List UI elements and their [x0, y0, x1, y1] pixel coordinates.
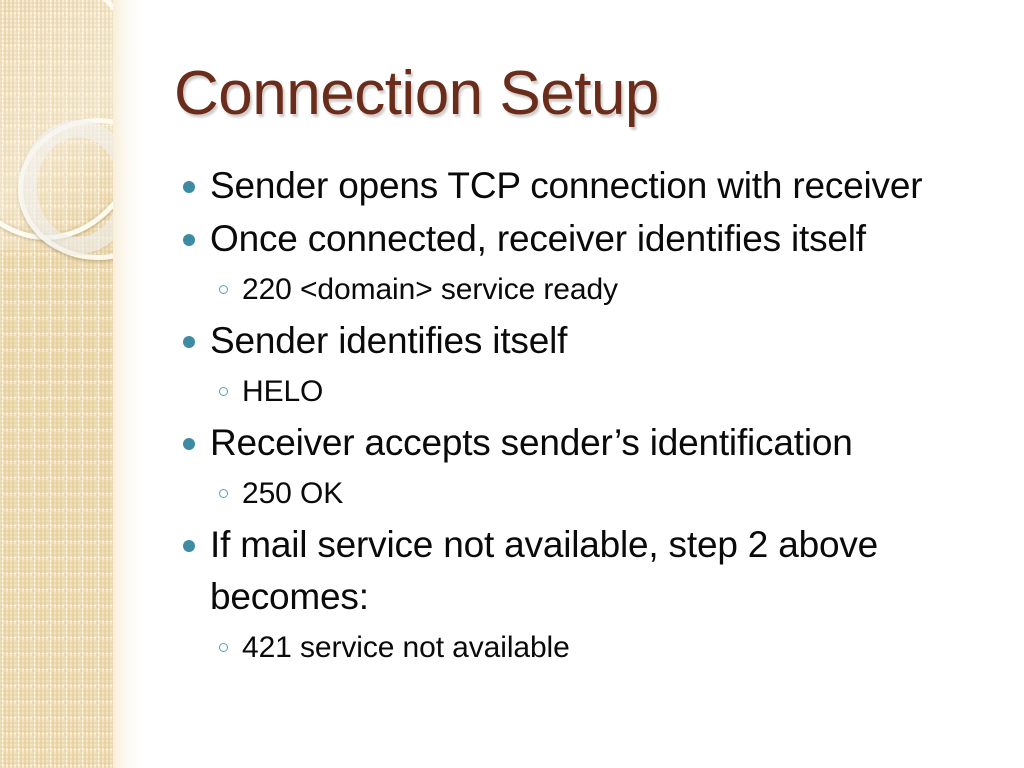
bullet-item-level2: HELO — [176, 368, 1006, 416]
bullet-marker-hollow-icon — [219, 285, 228, 294]
bullet-text: Sender opens TCP connection with receive… — [210, 165, 923, 206]
bullet-item-level2: 220 <domain> service ready — [176, 266, 1006, 314]
bullet-item-level1: Sender opens TCP connection with receive… — [176, 160, 1006, 212]
decorative-band-fade — [113, 0, 143, 768]
bullet-item-level1: Sender identifies itself — [176, 315, 1006, 367]
bullet-marker-filled-icon — [183, 234, 195, 246]
slide-title: Connection Setup — [174, 59, 659, 128]
bullet-text: Receiver accepts sender’s identification — [210, 422, 853, 463]
decorative-grid-band — [0, 0, 113, 768]
bullet-text: Once connected, receiver identifies itse… — [210, 218, 866, 259]
bullet-item-level1: If mail service not available, step 2 ab… — [176, 519, 1006, 623]
bullet-item-level1: Once connected, receiver identifies itse… — [176, 213, 1006, 265]
bullet-marker-hollow-icon — [219, 387, 228, 396]
bullet-marker-filled-icon — [183, 181, 195, 193]
bullet-marker-filled-icon — [183, 540, 195, 552]
bullet-item-level2: 250 OK — [176, 470, 1006, 518]
bullet-text: 220 <domain> service ready — [242, 273, 618, 306]
bullet-item-level2: 421 service not available — [176, 624, 1006, 672]
bullet-text: 421 service not available — [242, 631, 570, 664]
bullet-text: HELO — [242, 375, 324, 408]
bullet-marker-filled-icon — [183, 438, 195, 450]
bullet-text: Sender identifies itself — [210, 320, 568, 361]
bullet-item-level1: Receiver accepts sender’s identification — [176, 417, 1006, 469]
slide-body: Sender opens TCP connection with receive… — [176, 160, 1006, 673]
bullet-marker-hollow-icon — [219, 643, 228, 652]
bullet-marker-hollow-icon — [219, 489, 228, 498]
bullet-marker-filled-icon — [183, 336, 195, 348]
bullet-text: If mail service not available, step 2 ab… — [210, 524, 879, 617]
bullet-text: 250 OK — [242, 477, 344, 510]
